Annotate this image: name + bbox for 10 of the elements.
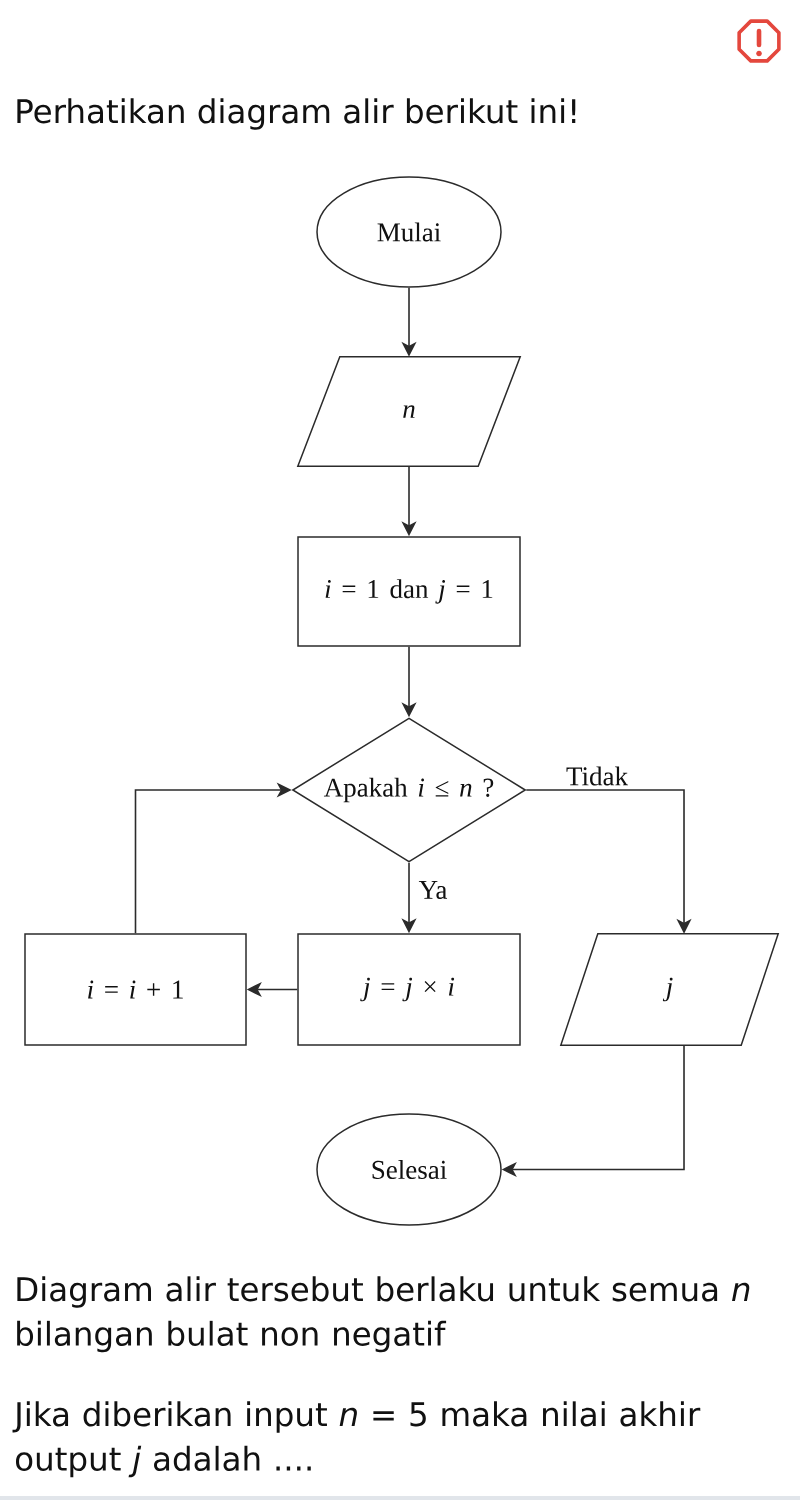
terminal-oval: Selesai [316,1113,502,1226]
process-box: i = i + 1 [24,933,247,1046]
terminal-oval: Mulai [316,176,502,288]
process-box: i = 1 dan j = 1 [297,536,521,647]
question-text: Jika diberikan input n = 5 maka nilai akhir output j adalah .... [12,1401,701,1478]
question-text: Diagram alir tersebut berlaku untuk semua n bilangan bulat non negatif [17,1276,750,1353]
process-box: j = j × i [297,933,521,1046]
instruction-text: Perhatikan diagram alir berikut ini! [17,98,576,130]
edge-label: Ya [417,880,449,900]
edge-label: Tidak [565,765,629,787]
